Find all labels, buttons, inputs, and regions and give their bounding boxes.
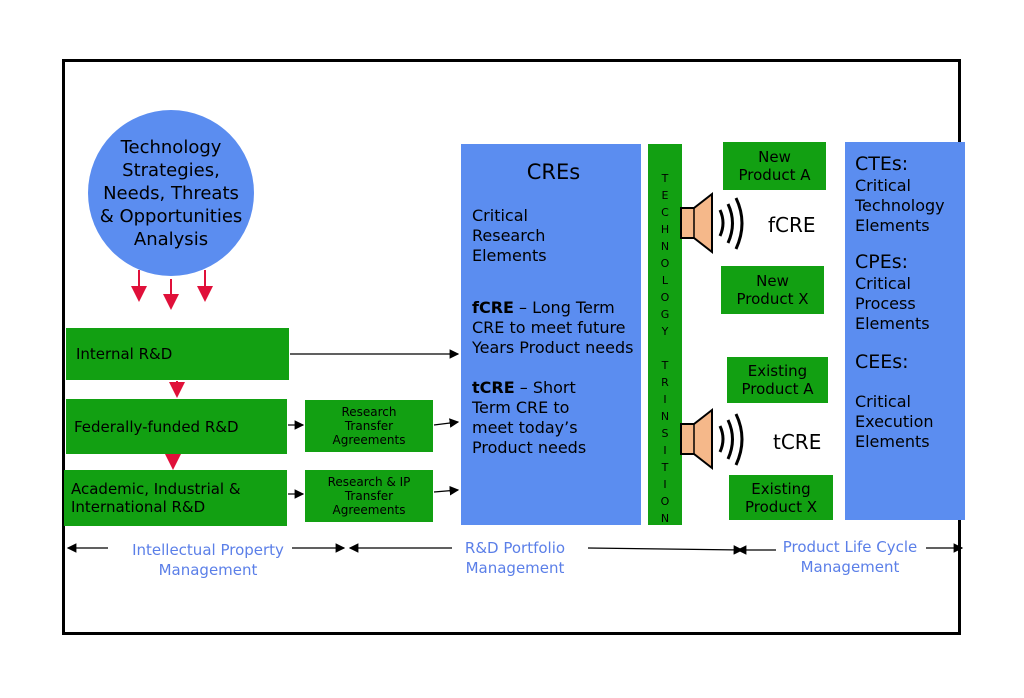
cees-title: CEEs: bbox=[855, 351, 909, 373]
transition-letter: S bbox=[661, 427, 669, 440]
existing-product-a-label: Existing Product A bbox=[741, 362, 814, 398]
tcre-speaker-label: tCRE bbox=[773, 430, 822, 454]
rdp-label: R&D Portfolio Management bbox=[464, 539, 566, 577]
research-transfer-box: Research Transfer Agreements bbox=[305, 400, 433, 452]
research-ip-transfer-box: Research & IP Transfer Agreements bbox=[305, 470, 433, 522]
transition-letter: O bbox=[660, 291, 670, 304]
ctes-text: Critical Technology Elements bbox=[855, 176, 945, 235]
fcre-text: – Long Term CRE to meet future Years Pro… bbox=[472, 298, 634, 357]
fcre-description: fCRE – Long Term CRE to meet future Year… bbox=[472, 298, 635, 358]
cres-box: CREs Critical Research Elements fCRE – L… bbox=[461, 144, 641, 525]
academic-rd-label: Academic, Industrial & International R&D bbox=[71, 480, 241, 516]
new-product-x-label: New Product X bbox=[736, 272, 809, 308]
transition-letter: L bbox=[661, 274, 669, 287]
research-transfer-label: Research Transfer Agreements bbox=[332, 405, 406, 447]
cpes-text: Critical Process Elements bbox=[855, 274, 930, 333]
fcre-bold: fCRE bbox=[472, 298, 514, 317]
ctes-title: CTEs: bbox=[855, 153, 909, 175]
transition-letter: T bbox=[661, 461, 669, 474]
transition-letter: N bbox=[660, 410, 670, 423]
new-product-x-box: New Product X bbox=[721, 266, 824, 314]
existing-product-a-box: Existing Product A bbox=[727, 357, 828, 403]
new-product-a-label: New Product A bbox=[738, 148, 811, 184]
strategy-circle-text: Technology Strategies, Needs, Threats & … bbox=[99, 136, 243, 250]
tcre-description: tCRE – Short Term CRE to meet today’s Pr… bbox=[472, 378, 612, 458]
internal-rd-box: Internal R&D bbox=[66, 328, 289, 380]
strategy-circle: Technology Strategies, Needs, Threats & … bbox=[88, 110, 254, 276]
transition-letter: R bbox=[661, 376, 669, 389]
new-product-a-box: New Product A bbox=[723, 142, 826, 190]
research-ip-transfer-label: Research & IP Transfer Agreements bbox=[327, 475, 411, 517]
fcre-speaker-label: fCRE bbox=[768, 213, 816, 237]
transition-letter: T bbox=[661, 359, 669, 372]
transition-letter: I bbox=[663, 444, 667, 457]
transition-letter: Y bbox=[661, 325, 669, 338]
tcre-text: – Short Term CRE to meet today’s Product… bbox=[472, 378, 587, 457]
federal-rd-label: Federally-funded R&D bbox=[74, 417, 239, 436]
transition-letter: O bbox=[660, 495, 670, 508]
plc-label: Product Life Cycle Management bbox=[782, 538, 918, 576]
cees-text: Critical Execution Elements bbox=[855, 392, 934, 451]
transition-letter: N bbox=[660, 240, 670, 253]
transition-letter: C bbox=[661, 206, 669, 219]
transition-letter: T bbox=[661, 172, 669, 185]
internal-rd-label: Internal R&D bbox=[76, 345, 173, 363]
transition-letter: E bbox=[661, 189, 669, 202]
federal-rd-box: Federally-funded R&D bbox=[66, 399, 287, 454]
cres-title: CREs bbox=[526, 160, 581, 184]
transition-letter: O bbox=[660, 257, 670, 270]
transition-letter: I bbox=[663, 393, 667, 406]
right-elements-panel: CTEs: Critical Technology Elements CPEs:… bbox=[845, 142, 965, 520]
tcre-bold: tCRE bbox=[472, 378, 515, 397]
existing-product-x-box: Existing Product X bbox=[729, 475, 833, 520]
existing-product-x-label: Existing Product X bbox=[745, 479, 817, 516]
cpes-title: CPEs: bbox=[855, 251, 909, 273]
transition-letter bbox=[648, 340, 682, 357]
transition-letter: H bbox=[660, 223, 670, 236]
transition-letter: I bbox=[663, 478, 667, 491]
cres-subtitle: Critical Research Elements bbox=[472, 206, 547, 265]
transition-letter: N bbox=[660, 512, 670, 525]
ipm-label: Intellectual Property Management bbox=[132, 541, 284, 579]
academic-rd-box: Academic, Industrial & International R&D bbox=[64, 470, 287, 526]
transition-letter: G bbox=[660, 308, 670, 321]
